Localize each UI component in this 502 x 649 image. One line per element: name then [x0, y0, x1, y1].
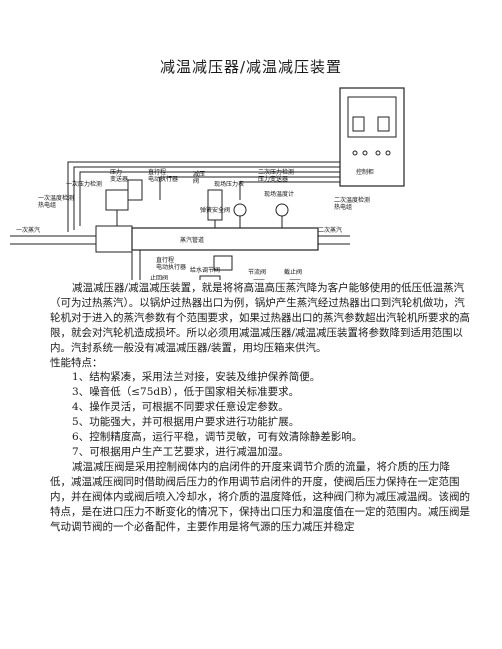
page-title: 减温减压器/减温减压装置	[159, 58, 343, 76]
cabinet-meter-left	[352, 116, 365, 132]
safety-valve	[207, 189, 223, 221]
label-cutoff-valve: 截止阀	[284, 268, 302, 276]
label-actuator-top: 直行程	[148, 168, 166, 176]
label-steam-pipe: 蒸汽管道	[180, 236, 204, 244]
feature-item: 3、噪音低（≤75dB），低于国家相关标准要求。	[72, 386, 300, 399]
cabinet-knob-1	[352, 150, 358, 156]
field-thermometer	[275, 203, 289, 217]
label-actuator-bottom-2: 电动执行器	[156, 263, 186, 271]
label-secondary-temp: 二次温度检测	[334, 196, 370, 204]
reducing-valve-body	[95, 225, 133, 253]
intro-paragraph: 减温减压器/减温减压装置，就是将将高温高压蒸汽降为客户能够使用的低压低温蒸汽（可…	[50, 282, 470, 354]
signal-wires	[67, 161, 340, 232]
feature-item: 4、操作灵活，可根据不同要求任意设定参数。	[72, 401, 289, 414]
inlet-steam-pipe	[10, 235, 96, 245]
main-steam-pipe	[131, 227, 319, 251]
feature-item: 6、控制精度高，运行平稳，调节灵敏，可有效清除静差影响。	[72, 431, 363, 444]
label-controller-box: 控制柜	[356, 168, 374, 176]
document-body: 减温减压器/减温减压装置，就是将将高温高压蒸汽降为客户能够使用的低压低温蒸汽（可…	[50, 281, 470, 534]
label-field-pressure-gauge: 现场压力表	[214, 180, 244, 188]
cabinet-meter-right	[377, 116, 390, 132]
feature-item: 7、可根据用户生产工艺要求，进行减温加湿。	[72, 445, 289, 458]
cabinet-knob-4	[385, 150, 391, 156]
label-secondary-pressure: 二次压力检测	[258, 168, 294, 176]
cabinet-knob-2	[362, 150, 368, 156]
closing-paragraph: 减温减压阀是采用控制阀体内的启闭件的开度来调节介质的流量，将介质的压力降低，减温…	[50, 460, 470, 533]
field-pressure-gauge	[233, 203, 247, 217]
label-secondary-pressure-2: 压力变送器	[258, 175, 288, 183]
label-water-regulating-valve: 给水调节阀	[190, 266, 220, 274]
label-primary-temp-detect: 一次温度检测	[38, 194, 74, 202]
label-stop-valve: 止回阀	[150, 274, 168, 280]
label-safety-valve: 弹簧安全阀	[200, 206, 230, 214]
water-regulating-valve	[199, 275, 221, 280]
features-heading: 性能特点：	[50, 356, 103, 369]
desuperheater-system-diagram: 一次压力检测 一次温度检测 热电组 压力 变送器 直行程 电动执行器 减压 阀 …	[10, 87, 405, 280]
top-actuator	[105, 189, 129, 211]
cabinet-knob-3	[375, 150, 381, 156]
feature-item: 1、结构紧凑，采用法兰对接，安装及维护保养简便。	[72, 371, 321, 384]
label-secondary-temp-2: 热电组	[334, 203, 352, 211]
label-reducing-valve-2: 阀	[193, 177, 199, 185]
desuperheating-water-line	[131, 250, 141, 280]
label-secondary-steam: 二次蒸汽	[318, 226, 342, 234]
label-actuator-bottom: 直行程	[156, 256, 174, 264]
label-pressure-transmitter-2: 变送器	[110, 175, 128, 183]
label-primary-pressure-detect: 一次压力检测	[66, 180, 102, 188]
secondary-steam-outlet	[318, 235, 350, 245]
label-actuator-top-2: 电动执行器	[148, 175, 178, 183]
label-reducing-valve: 减压	[193, 170, 205, 178]
bottom-actuator	[213, 255, 233, 271]
label-primary-steam: 一次蒸汽	[16, 226, 40, 234]
control-cabinet	[339, 87, 405, 187]
label-primary-temp-detect-2: 热电组	[38, 201, 56, 209]
pressure-transmitter	[127, 179, 143, 201]
feature-item: 5、功能强大，并可根据用户要求进行功能扩展。	[72, 416, 300, 429]
label-field-thermometer: 现场温度计	[264, 190, 294, 198]
cabinet-display-panel	[347, 96, 397, 138]
label-pressure-transmitter: 压力	[110, 168, 122, 176]
label-throttle-valve: 节流阀	[248, 268, 266, 276]
